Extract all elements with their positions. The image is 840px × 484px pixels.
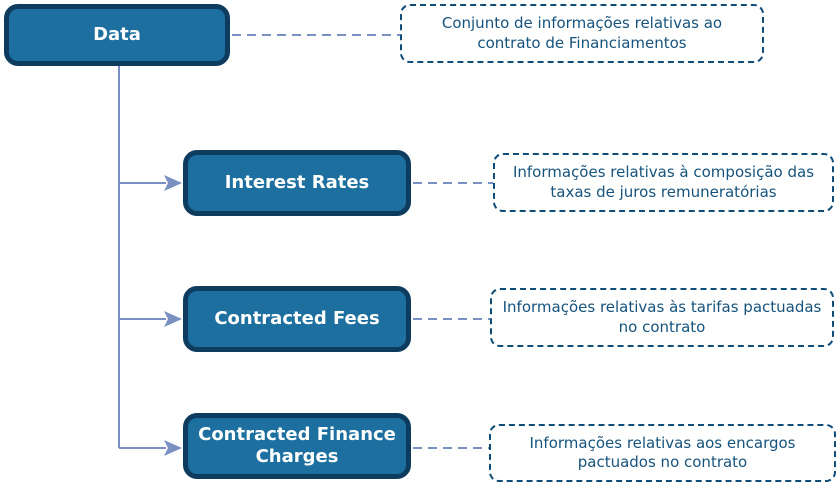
annotation-text: Informações relativas à composição das t… <box>512 163 815 201</box>
annotation-interest-rates: Informações relativas à composição das t… <box>493 153 834 212</box>
arrowhead-right-icon <box>164 311 182 327</box>
annotation-text: Informações relativas aos encargos pactu… <box>529 433 796 471</box>
node-contracted-fees: Contracted Fees <box>183 286 411 352</box>
node-label: Contracted Finance Charges <box>198 423 396 468</box>
arrowhead-right-icon <box>164 440 182 456</box>
annotation-contracted-finance-charges: Informações relativas aos encargos pactu… <box>489 424 836 482</box>
node-contracted-finance-charges: Contracted Finance Charges <box>183 413 411 479</box>
annotation-contracted-fees: Informações relativas às tarifas pactuad… <box>490 288 834 347</box>
node-label: Data <box>93 23 141 45</box>
annotation-text: Informações relativas às tarifas pactuad… <box>502 298 822 336</box>
node-data: Data <box>4 4 230 66</box>
node-label: Contracted Fees <box>214 307 380 329</box>
annotation-text: Conjunto de informações relativas ao con… <box>441 14 723 52</box>
arrowhead-right-icon <box>164 175 182 191</box>
node-label: Interest Rates <box>224 171 370 193</box>
annotation-data: Conjunto de informações relativas ao con… <box>400 4 764 63</box>
node-interest-rates: Interest Rates <box>183 150 411 216</box>
